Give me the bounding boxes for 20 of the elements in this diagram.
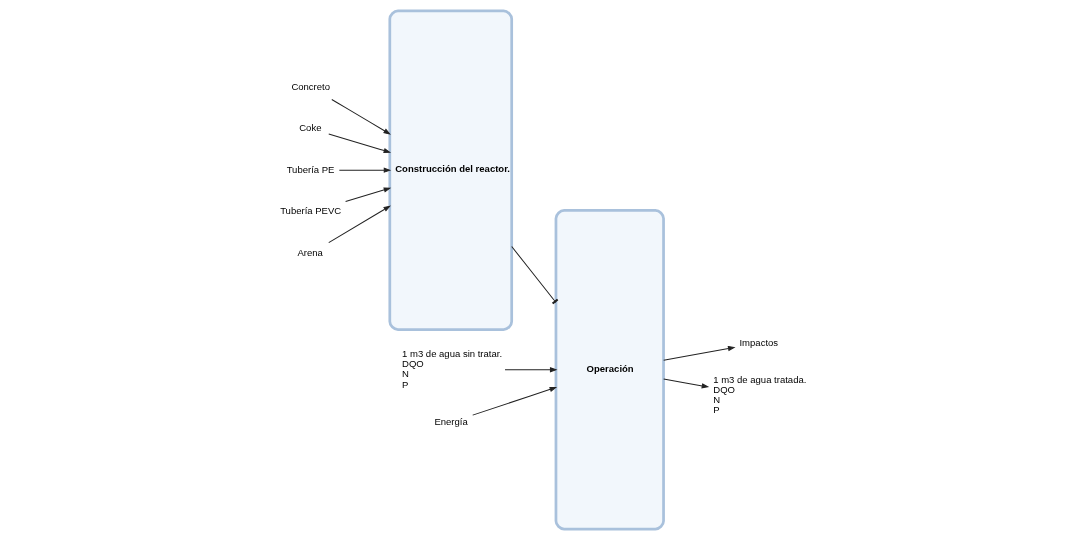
arrow: [504, 367, 557, 373]
arrow: [662, 378, 709, 389]
connector: [510, 246, 558, 305]
node-text: Coke: [298, 122, 321, 134]
node-text: Impactos: [738, 336, 778, 348]
arrow: [327, 205, 391, 244]
arrow: [338, 167, 391, 173]
node-text: Tubería PE: [286, 163, 334, 175]
node-text: Tubería PEVC: [279, 205, 341, 217]
node-text: 1 m3 de agua tratada. DQO N P: [712, 373, 806, 416]
arrow: [327, 133, 391, 154]
node-text: Arena: [297, 246, 323, 258]
node-box: Construcción del reactor.: [387, 9, 513, 331]
arrow: [330, 98, 391, 135]
arrow: [344, 187, 391, 202]
node-text: 1 m3 de agua sin tratar. DQO N P: [401, 347, 502, 390]
node-text: Concreto: [290, 80, 330, 92]
arrow: [662, 345, 735, 361]
node-text: Energía: [433, 415, 468, 427]
arrow: [471, 386, 557, 416]
